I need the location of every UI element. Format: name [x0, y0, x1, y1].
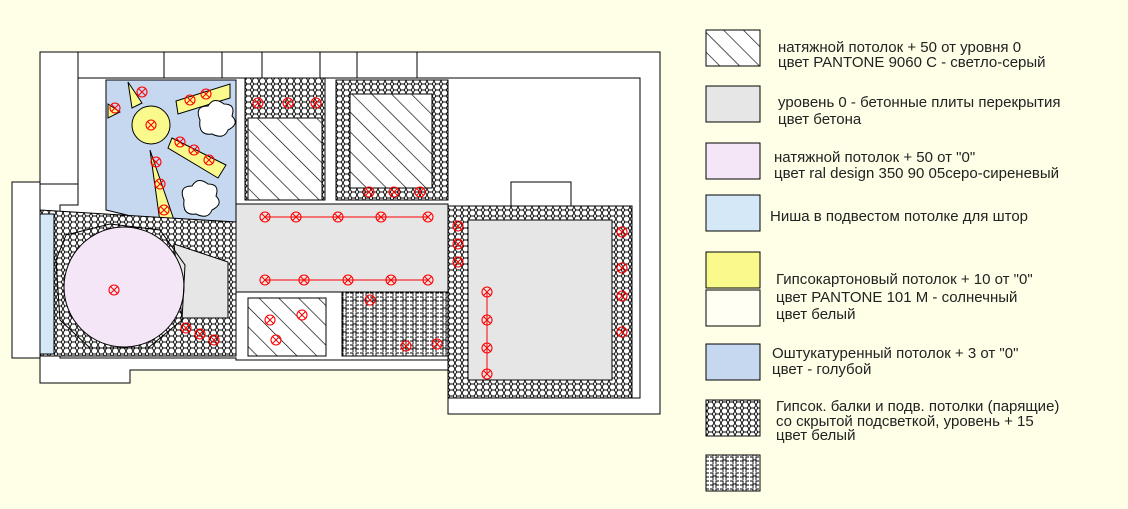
hatch-small-room: [247, 297, 327, 357]
legend-text-5a: Гипсокартоновый потолок + 10 от "0": [776, 271, 1033, 288]
swatch-stretch-grey: [705, 29, 761, 67]
legend-text-6a: Оштукатуренный потолок + 3 от "0": [772, 345, 1019, 362]
legend-text-5b: цвет PANTONE 101 M - солнечный: [776, 289, 1018, 306]
hatch-room-3: [349, 93, 433, 189]
legend-text-5c: цвет белый: [776, 306, 856, 323]
swatch-yellow: [705, 251, 761, 289]
wall-bump-4: [510, 181, 572, 207]
legend-text-1b: цвет PANTONE 9060 C - светло-серый: [778, 54, 1046, 71]
swatch-beams: [705, 399, 761, 437]
legend-text-7a: Гипсок. балки и подв. потолки (парящие): [776, 398, 1060, 415]
cloud-2: [181, 180, 220, 217]
inner-wall: [59, 77, 641, 399]
legend-text-4a: Ниша в подвестом потолке для штор: [770, 208, 1029, 225]
legend-text-3b: цвет ral design 350 90 05серо-сиреневый: [774, 165, 1060, 182]
outer-wall-ext: [39, 51, 79, 185]
circle-frame: [55, 223, 186, 349]
cloud-1: [197, 100, 236, 137]
wall-bump-2: [261, 51, 321, 79]
legend-text-1a: натяжной потолок + 50 от уровня 0: [778, 39, 1022, 56]
legend-text-2b: цвет бетона: [778, 111, 862, 128]
swatch-lilac: [705, 142, 761, 180]
legend-text-7b: со скрытой подсветкой, уровень + 15: [776, 413, 1034, 430]
zigzag-room: [341, 291, 449, 357]
swatch-white: [705, 289, 761, 327]
swatch-concrete: [705, 85, 761, 123]
legend-swatches: [705, 29, 761, 492]
hatch-room-2: [247, 117, 323, 201]
swatch-plaster: [705, 343, 761, 381]
concrete-corridor: [235, 203, 449, 293]
concrete-right-room: [467, 219, 613, 381]
legend-text-2a: уровень 0 - бетонные плиты перекрытия: [778, 94, 1061, 111]
lilac-round-ceiling: [63, 226, 185, 348]
outer-wall-left: [11, 181, 41, 359]
curtain-niche: [39, 213, 55, 355]
wall-bump-3: [356, 51, 418, 79]
legend-text-6b: цвет - голубой: [772, 361, 872, 378]
legend-text-3a: натяжной потолок + 50 от "0": [774, 149, 976, 166]
wall-bump-1: [163, 51, 223, 79]
swatch-niche: [705, 194, 761, 232]
swatch-zigzag: [705, 454, 761, 492]
legend-text-7c: цвет белый: [776, 427, 856, 444]
